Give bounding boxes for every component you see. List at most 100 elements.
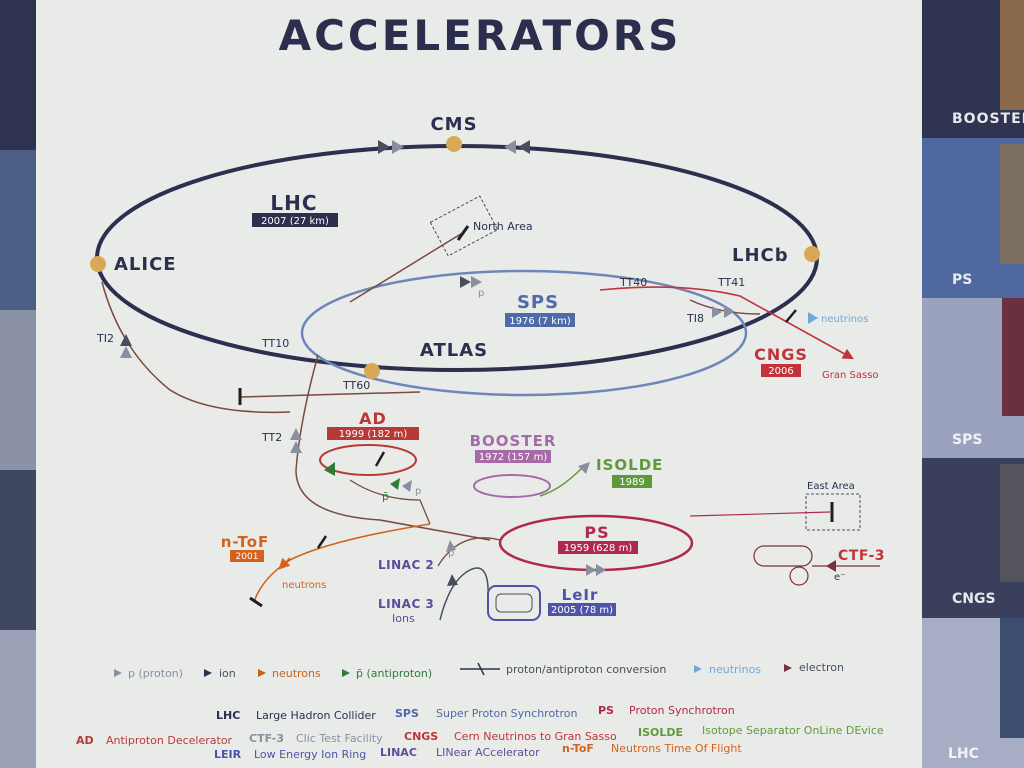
ad-transfer-line bbox=[349, 479, 431, 525]
abbr-ad: AD bbox=[76, 734, 94, 747]
alice-label: ALICE bbox=[114, 254, 177, 275]
side-photo-lhc bbox=[1000, 618, 1024, 738]
side-photo-sps bbox=[1002, 298, 1024, 416]
legend-electron-icon bbox=[784, 664, 792, 672]
side-panel-sps: SPS bbox=[922, 298, 1024, 458]
ntof-end-target bbox=[249, 596, 263, 608]
sps-proton-label: p bbox=[478, 288, 484, 299]
leir-year: 2005 (78 m) bbox=[551, 605, 613, 616]
side-panel-cngs: CNGS bbox=[922, 458, 1024, 618]
leir-ring bbox=[487, 585, 541, 621]
linac3-name: LINAC 3 bbox=[378, 597, 434, 611]
north-area-target bbox=[456, 225, 470, 241]
abbr-linac: LINAC bbox=[380, 746, 417, 759]
isolde-beamline bbox=[539, 467, 583, 497]
legend-conversion-tick bbox=[477, 662, 485, 676]
sps-ring bbox=[300, 269, 748, 397]
ntof-target bbox=[316, 535, 328, 549]
side-panel-label: PS bbox=[952, 272, 973, 288]
legend-item-conversion: proton/antiproton conversion bbox=[506, 663, 666, 676]
ti8-label: TI8 bbox=[686, 312, 704, 325]
legend-item-antiproton: p̄ (antiproton) bbox=[356, 667, 432, 680]
abbr-ctf3: CTF-3 bbox=[249, 732, 284, 745]
side-photo-booster bbox=[1000, 0, 1024, 110]
legend-item-ion: ion bbox=[219, 667, 236, 680]
ad-year-badge bbox=[327, 427, 419, 440]
side-panel-ps: PS bbox=[922, 138, 1024, 298]
ti8-arrows bbox=[712, 306, 734, 318]
side-panel-label: CNGS bbox=[952, 591, 996, 607]
abbr-lhc-text: Large Hadron Collider bbox=[256, 709, 376, 722]
ad-ring bbox=[319, 444, 417, 476]
side-photo-ps bbox=[1000, 144, 1024, 264]
linac3-arrow bbox=[447, 574, 458, 586]
side-panel-lhc: LHC bbox=[922, 618, 1024, 768]
ctf3-ring bbox=[753, 545, 813, 567]
ntof-name: n-ToF bbox=[221, 533, 270, 551]
booster-name: BOOSTER bbox=[470, 432, 557, 450]
abbr-sps: SPS bbox=[395, 707, 419, 720]
ad-target bbox=[374, 451, 386, 467]
ions-label: Ions bbox=[392, 612, 415, 625]
lhcb-label: LHCb bbox=[732, 245, 789, 266]
tt2-tt10-beamline bbox=[295, 354, 491, 541]
left-panel-5 bbox=[0, 630, 36, 768]
legend-item-neutrons: neutrons bbox=[272, 667, 321, 680]
leir-name: LeIr bbox=[562, 586, 599, 604]
left-panel-strip bbox=[0, 0, 36, 768]
cms-label: CMS bbox=[430, 114, 477, 135]
tt2-arrows bbox=[290, 428, 302, 453]
side-panel-label: SPS bbox=[952, 432, 983, 448]
sps-year: 1976 (7 km) bbox=[509, 316, 571, 327]
abbr-leir: LEIR bbox=[214, 748, 242, 761]
tt10-label: TT10 bbox=[261, 337, 289, 350]
gran-sasso-label: Gran Sasso bbox=[822, 370, 879, 381]
ad-pbar-label: p̄ bbox=[382, 490, 389, 503]
lhc-name: LHC bbox=[270, 191, 317, 215]
ctf3-name: CTF-3 bbox=[838, 548, 885, 564]
side-panel-booster: BOOSTER bbox=[922, 0, 1024, 138]
isolde-arrow bbox=[578, 462, 590, 474]
tt41-label: TT41 bbox=[717, 276, 745, 289]
left-panel-4 bbox=[0, 470, 36, 630]
ad-name: AD bbox=[359, 409, 387, 428]
side-panel-label: BOOSTER bbox=[952, 111, 1024, 127]
isolde-year: 1989 bbox=[619, 477, 644, 488]
legend-item-electron: electron bbox=[799, 661, 844, 674]
booster-ring bbox=[473, 474, 551, 498]
side-panel-label: LHC bbox=[948, 746, 979, 762]
booster-year-badge bbox=[475, 450, 551, 463]
ps-year-badge bbox=[558, 541, 638, 554]
east-area-label: East Area bbox=[807, 481, 855, 492]
legend-row: p (proton) ion neutrons p̄ (antiproton) … bbox=[114, 661, 844, 680]
right-panel-strip: BOOSTER PS SPS CNGS LHC bbox=[922, 0, 1024, 768]
abbr-cngs-text: Cern Neutrinos to Gran Sasso bbox=[454, 730, 617, 743]
booster-year: 1972 (157 m) bbox=[479, 452, 548, 463]
tt60-beamline bbox=[239, 391, 421, 398]
page-title: ACCELERATORS bbox=[279, 11, 682, 60]
cngs-target bbox=[785, 309, 797, 323]
ntof-beamline bbox=[253, 523, 431, 603]
lhc-ring bbox=[95, 144, 819, 372]
abbr-ntof-text: Neutrons Time Of Flight bbox=[611, 742, 742, 755]
legend-ion-icon bbox=[204, 669, 212, 677]
abbr-ctf3-text: Clic Test Facility bbox=[296, 732, 383, 745]
ad-year: 1999 (182 m) bbox=[339, 429, 408, 440]
left-panel-3 bbox=[0, 310, 36, 470]
abbr-ad-text: Antiproton Decelerator bbox=[106, 734, 233, 747]
abbr-leir-text: Low Energy Ion Ring bbox=[254, 748, 366, 761]
abbr-ps: PS bbox=[598, 704, 614, 717]
legend-neutrino-icon bbox=[694, 665, 702, 673]
atlas-label: ATLAS bbox=[420, 340, 488, 361]
ps-year: 1959 (628 m) bbox=[564, 543, 633, 554]
abbr-ntof: n-ToF bbox=[562, 742, 594, 755]
ti2-arrows bbox=[120, 334, 132, 358]
lhcb-experiment-dot bbox=[804, 246, 820, 262]
isolde-name: ISOLDE bbox=[596, 456, 663, 474]
cngs-name: CNGS bbox=[754, 345, 808, 364]
linac2-proton-label: p bbox=[448, 548, 454, 559]
ad-p-arrow bbox=[402, 480, 412, 492]
tt2-label: TT2 bbox=[261, 431, 282, 444]
ad-pbar-arrow bbox=[390, 478, 400, 490]
ti2-label: TI2 bbox=[96, 332, 114, 345]
